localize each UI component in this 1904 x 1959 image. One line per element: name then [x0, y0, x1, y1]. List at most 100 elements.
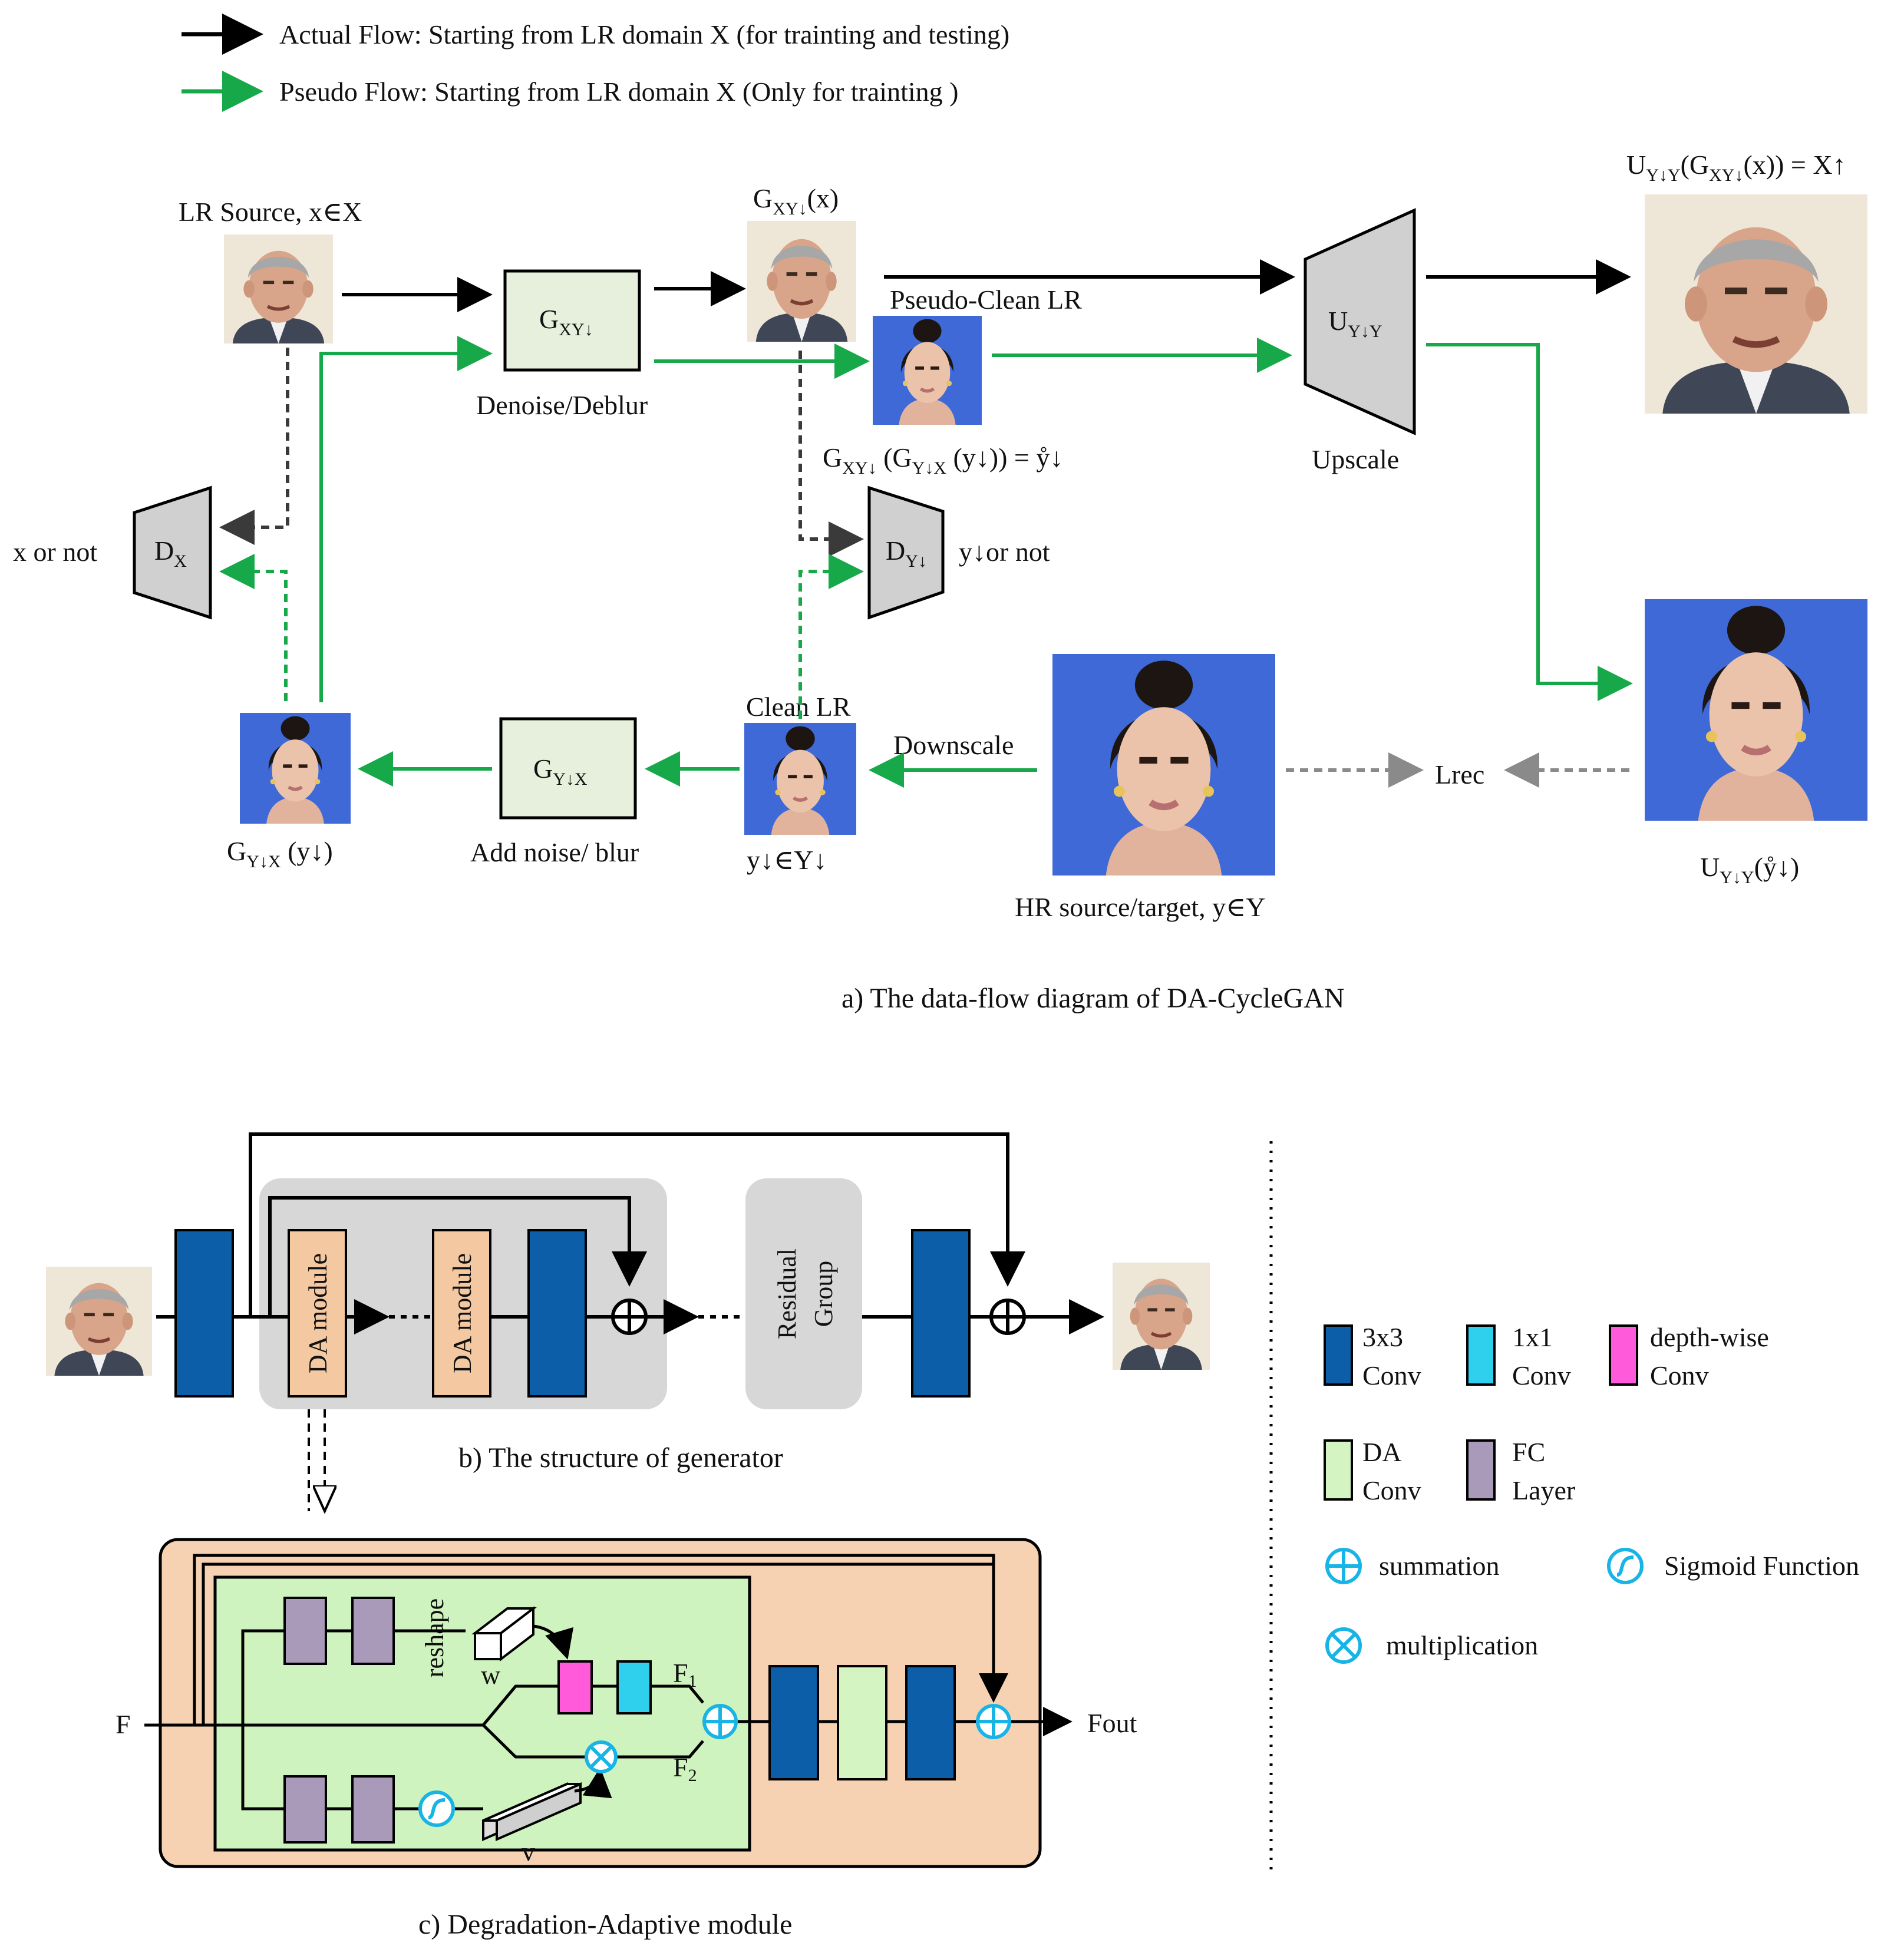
actual-flow-arrows [342, 259, 1631, 312]
skip-da-outer-2 [202, 1562, 994, 1725]
f-input-label: F [116, 1709, 131, 1739]
clean-lr-image [744, 723, 856, 835]
discriminator-arrows [219, 348, 1629, 788]
arrow-lr-to-dx [219, 348, 289, 545]
key-conv1-line2: Conv [1512, 1360, 1571, 1390]
hr-source-label: HR source/target, y∈Y [1015, 892, 1265, 922]
line-down-branch [241, 1725, 285, 1811]
legend-pseudo-text: Pseudo Flow: Starting from LR domain X (… [279, 77, 958, 107]
line-f2 [615, 1740, 704, 1759]
key-da-conv-line1: DA [1362, 1437, 1401, 1467]
key-conv3-swatch [1324, 1324, 1353, 1386]
dy-discriminator-shape [867, 485, 945, 620]
da-conv-block [837, 1665, 887, 1780]
y-down-label: y↓∈Y↓ [747, 845, 827, 875]
dx-discriminator-shape [133, 485, 212, 620]
summation-icon [1325, 1548, 1362, 1584]
add-noise-label: Add noise/ blur [470, 837, 639, 867]
key-fc-line1: FC [1512, 1437, 1545, 1467]
da-lines [144, 1554, 1073, 1811]
da-module-detail: reshape w v [116, 1538, 1137, 1940]
key-fc-line2: Layer [1512, 1475, 1575, 1505]
v-bar-icon [482, 1782, 582, 1842]
fc-layer-3 [283, 1775, 327, 1844]
generator-output-image [1113, 1263, 1210, 1370]
conv3-block-da-2 [905, 1665, 956, 1780]
lr-source-label: LR Source, x∈X [179, 197, 362, 227]
arrow-gyx-to-dx [219, 554, 288, 701]
line-split-up [482, 1684, 559, 1726]
legend-actual-text: Actual Flow: Starting from LR domain X (… [279, 19, 1009, 49]
upscaled-output-label: UY↓Y(GXY↓(x)) = X↑ [1626, 150, 1846, 185]
da-module-label-2: DA module [448, 1253, 477, 1373]
residual-label: Residual [773, 1248, 801, 1339]
key-depthwise-line1: depth-wise [1650, 1322, 1769, 1352]
gxy-generator-box [503, 269, 641, 372]
fc-layer-1 [283, 1597, 327, 1665]
line-split-down [482, 1724, 587, 1759]
gyx-generator-box [499, 717, 637, 820]
v-label: v [522, 1836, 535, 1866]
arrow-w-to-depthwise [533, 1624, 574, 1660]
conv3-block-last [911, 1229, 971, 1398]
dataflow-diagram: LR Source, x∈X GXY↓ Denoise/Deblur GXY↓(… [13, 150, 1867, 1014]
gxy-box-label: GXY↓ [539, 304, 593, 339]
key-depthwise-line2: Conv [1650, 1360, 1709, 1390]
skip-da-outer-1 [193, 1554, 1008, 1725]
w-label: w [481, 1660, 501, 1690]
sum-node-f1f2 [702, 1704, 738, 1739]
multiplication-icon [1325, 1627, 1362, 1664]
generator-caption: b) The structure of generator [458, 1442, 783, 1474]
arrow-upscaler-to-recon [1426, 343, 1633, 701]
y-or-not-label: y↓or not [959, 537, 1050, 567]
generator-structure: Residual Group DA module DA module [46, 1132, 1210, 1511]
fc-layer-4 [351, 1775, 395, 1844]
key-depthwise-swatch [1609, 1324, 1638, 1386]
line-f1 [651, 1684, 704, 1704]
key-conv3-line2: Conv [1362, 1360, 1421, 1390]
generator-lines [156, 1132, 1104, 1334]
sum-node-residual [976, 1704, 1011, 1739]
key-fc-swatch [1466, 1439, 1496, 1501]
denoise-label: Denoise/Deblur [476, 390, 648, 420]
f1-label: F1 [673, 1658, 697, 1691]
line-up-branch [241, 1629, 285, 1725]
upscaler-shape [1304, 208, 1416, 435]
key-conv3-line1: 3x3 [1362, 1322, 1403, 1352]
sum-node-global [989, 1299, 1026, 1335]
dy-label: DY↓ [886, 536, 927, 571]
reconstructed-label: UY↓Y(ẙ↓) [1700, 852, 1799, 887]
legend: Actual Flow: Starting from LR domain X (… [182, 14, 1009, 112]
conv3-block-da-1 [768, 1665, 819, 1780]
key-da-conv-line2: Conv [1362, 1475, 1421, 1505]
gxy-gyx-label: GXY↓ (GY↓X (y↓)) = ẙ↓ [823, 442, 1063, 478]
upscaler-label: UY↓Y [1328, 306, 1382, 341]
key-conv1-line1: 1x1 [1512, 1322, 1553, 1352]
dx-label: DX [154, 536, 187, 571]
generator-input-image [46, 1267, 152, 1376]
downscale-label: Downscale [893, 730, 1014, 760]
fout-label: Fout [1087, 1708, 1137, 1738]
pseudo-flow-arrows [319, 336, 1633, 788]
key-da-conv-swatch [1324, 1439, 1353, 1501]
key-multiplication-label: multiplication [1386, 1630, 1538, 1660]
skip-outer [249, 1132, 1025, 1317]
conv1-block [616, 1660, 652, 1714]
multiplication-node [585, 1740, 618, 1773]
sigmoid-icon [1607, 1548, 1644, 1584]
gxy-x-label: GXY↓(x) [753, 183, 839, 219]
pseudo-clean-label: Pseudo-Clean LR [890, 285, 1082, 315]
gyx-box-label: GY↓X [533, 754, 588, 789]
sigmoid-node [418, 1790, 455, 1827]
sum-node-group [611, 1299, 648, 1335]
f2-label: F2 [673, 1752, 697, 1785]
da-module-caption: c) Degradation-Adaptive module [418, 1909, 792, 1940]
gyx-output-image [240, 713, 351, 824]
gxy-output-image [747, 221, 856, 342]
group-label: Group [809, 1261, 838, 1327]
da-module-block-2 [432, 1229, 491, 1398]
arrow-gyx-out-to-gxy [319, 336, 493, 702]
arrow-clean-to-dy [798, 554, 864, 719]
skip-inner [268, 1196, 647, 1317]
